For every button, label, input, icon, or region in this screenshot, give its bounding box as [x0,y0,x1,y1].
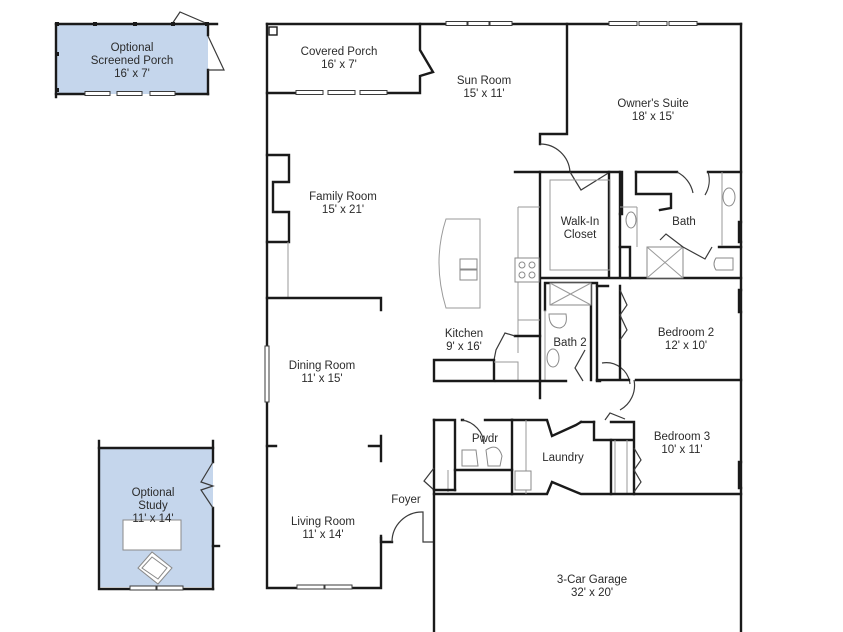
room-label-dining-room: Dining Room 11' x 15' [288,360,356,385]
room-label-optional-study: Optional Study 11' x 14' [131,487,175,525]
room-label-bedroom-3: Bedroom 3 10' x 11' [653,431,711,456]
room-label-laundry: Laundry [542,452,584,464]
room-label-walk-in-closet: Walk-In Closet [560,216,600,241]
room-label-3-car-garage: 3-Car Garage 32' x 20' [556,574,628,599]
room-label-living-room: Living Room 11' x 14' [291,516,355,541]
room-label-bath-2: Bath 2 [553,337,587,349]
room-label-covered-porch: Covered Porch 16' x 7' [300,46,378,71]
room-label-sun-room: Sun Room 15' x 11' [456,75,512,100]
room-label-owners-suite: Owner's Suite 18' x 15' [617,98,689,123]
room-label-kitchen: Kitchen 9' x 16' [444,328,484,353]
right-wall-windows [737,220,743,490]
main-house-walls [264,21,743,632]
room-label-family-room: Family Room 15' x 21' [309,191,377,216]
room-label-bath: Bath [672,216,696,228]
room-label-pwdr: Pwdr [471,433,499,445]
room-label-bedroom-2: Bedroom 2 12' x 10' [657,327,715,352]
room-label-foyer: Foyer [391,494,421,506]
room-label-optional-screened-porch: Optional Screened Porch 16' x 7' [90,42,174,80]
optional-screened-porch-area [54,11,225,99]
optional-study-area [97,439,221,591]
